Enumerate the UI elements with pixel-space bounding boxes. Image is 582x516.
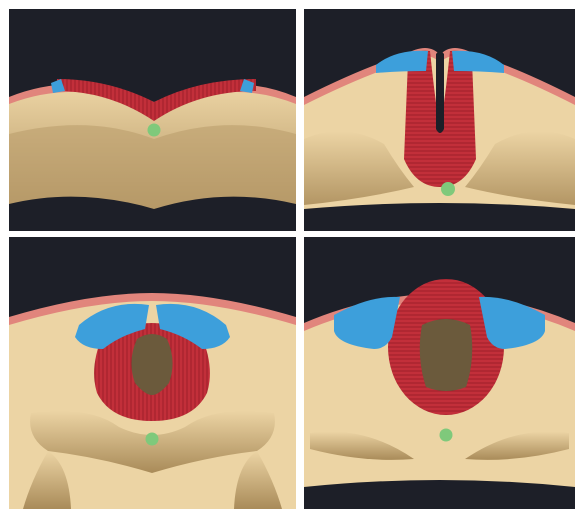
embryo-bottom-edge: [304, 480, 575, 509]
panel-neural-plate: [9, 9, 296, 231]
panel-neural-tube-formed: [304, 237, 575, 509]
notochord: [146, 433, 159, 446]
notochord: [440, 429, 453, 442]
panel-a-illustration: [9, 9, 296, 231]
neural-groove: [436, 52, 444, 134]
notochord: [441, 182, 455, 196]
embryo-bottom-edge: [304, 203, 575, 231]
neural-canal: [131, 334, 172, 395]
notochord: [148, 124, 161, 137]
panel-b-illustration: [304, 9, 575, 231]
panel-neural-groove: [304, 9, 575, 231]
panel-neural-tube-closing: [9, 237, 296, 509]
panel-c-illustration: [9, 237, 296, 509]
neural-canal: [420, 319, 473, 391]
panel-d-illustration: [304, 237, 575, 509]
